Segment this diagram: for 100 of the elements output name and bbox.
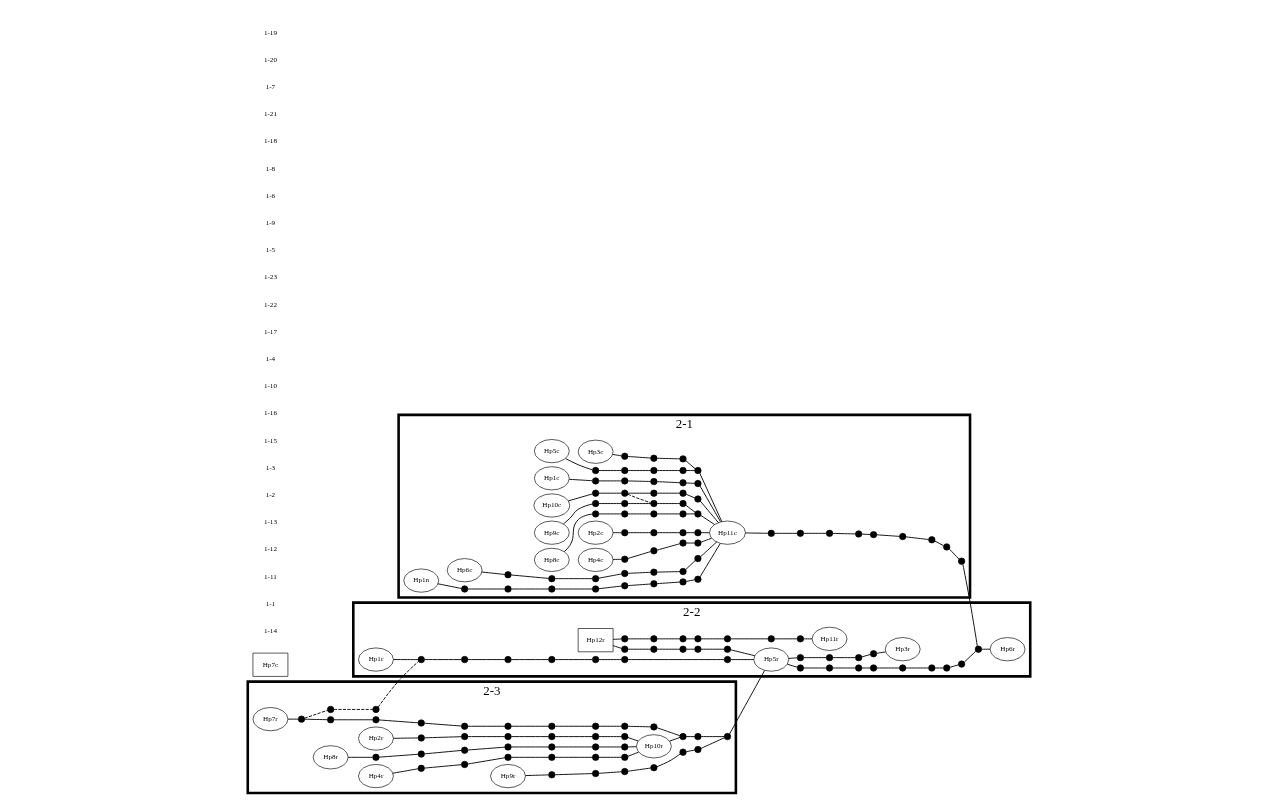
node-circle — [591, 477, 599, 485]
connector — [700, 537, 712, 543]
connector — [832, 657, 856, 659]
connector — [627, 725, 651, 728]
connector — [347, 756, 373, 758]
connector — [656, 481, 680, 484]
connector — [700, 737, 725, 749]
connector — [700, 648, 725, 650]
connector — [773, 638, 798, 640]
node-circle — [678, 567, 687, 576]
connector — [802, 657, 827, 659]
connector — [510, 574, 549, 579]
node-circle — [649, 466, 657, 475]
node-circle — [460, 746, 468, 754]
node-circle — [898, 664, 906, 672]
node-circle — [796, 654, 804, 662]
connector — [699, 541, 717, 558]
node-circle — [854, 654, 862, 662]
connector — [963, 650, 976, 663]
node-circle — [898, 533, 906, 541]
connector — [303, 709, 328, 719]
connector — [510, 736, 549, 738]
connector — [685, 504, 696, 513]
connector — [598, 492, 622, 494]
node-circle — [693, 733, 701, 741]
node-circle — [371, 753, 379, 761]
node-circle — [796, 529, 804, 537]
connector — [656, 470, 680, 471]
node-circle — [678, 500, 687, 508]
connector — [568, 478, 593, 482]
connector — [744, 532, 768, 534]
node-circle — [767, 635, 775, 643]
connector — [948, 548, 959, 560]
connector — [627, 571, 651, 574]
connector — [423, 722, 462, 727]
connector — [700, 638, 725, 640]
connector — [597, 573, 622, 579]
connector — [861, 533, 871, 535]
node-circle — [417, 656, 425, 664]
node-circle — [678, 529, 687, 537]
node-circle — [620, 569, 628, 578]
node-circle — [460, 733, 468, 741]
node-circle — [620, 645, 628, 653]
node-circle — [620, 768, 628, 776]
connector — [303, 718, 328, 721]
node-circle — [678, 578, 687, 586]
connector — [685, 532, 695, 534]
node-circle — [693, 466, 701, 475]
node-circle — [974, 645, 982, 653]
node-circle — [693, 645, 701, 653]
connector — [656, 457, 680, 460]
connector — [684, 560, 696, 570]
connector — [656, 492, 680, 494]
node-circle — [503, 656, 512, 664]
node-circle — [591, 510, 599, 518]
node-circle — [723, 733, 731, 741]
connector — [554, 659, 593, 661]
node-circle — [547, 743, 555, 751]
node-circle — [678, 489, 687, 497]
node-circle — [326, 705, 334, 713]
node-circle — [796, 635, 804, 643]
node-circle — [591, 575, 599, 583]
connector — [980, 648, 990, 650]
node-circle — [649, 568, 657, 576]
connector — [627, 583, 651, 587]
node-circle — [693, 635, 701, 643]
connector — [729, 638, 768, 640]
connector — [510, 746, 549, 748]
node-circle — [942, 543, 950, 551]
node-circle — [649, 529, 657, 537]
node-circle — [869, 531, 877, 539]
connector — [467, 725, 505, 727]
connector — [554, 725, 593, 727]
connector — [905, 667, 929, 669]
node-circle — [547, 656, 555, 664]
node-circle — [417, 764, 425, 772]
connector — [656, 753, 681, 768]
node-circle — [620, 753, 628, 761]
connector — [467, 746, 505, 751]
connector — [656, 727, 680, 737]
node-circle — [371, 705, 379, 713]
connector — [467, 757, 505, 765]
node-circle — [723, 656, 731, 664]
node-circle — [854, 664, 862, 672]
connector — [700, 532, 710, 534]
connector — [933, 540, 944, 547]
node-circle — [620, 722, 628, 730]
node-circle — [460, 760, 468, 768]
connector — [554, 756, 593, 758]
connector — [467, 659, 505, 661]
node-circle — [649, 645, 657, 653]
node-circle — [591, 753, 599, 761]
connector — [598, 470, 622, 471]
node-circle — [591, 733, 599, 741]
connector — [685, 648, 695, 650]
connector — [627, 638, 651, 640]
connector — [656, 638, 680, 640]
node-circle — [693, 479, 701, 488]
node-circle — [649, 489, 657, 497]
node-circle — [620, 489, 628, 497]
